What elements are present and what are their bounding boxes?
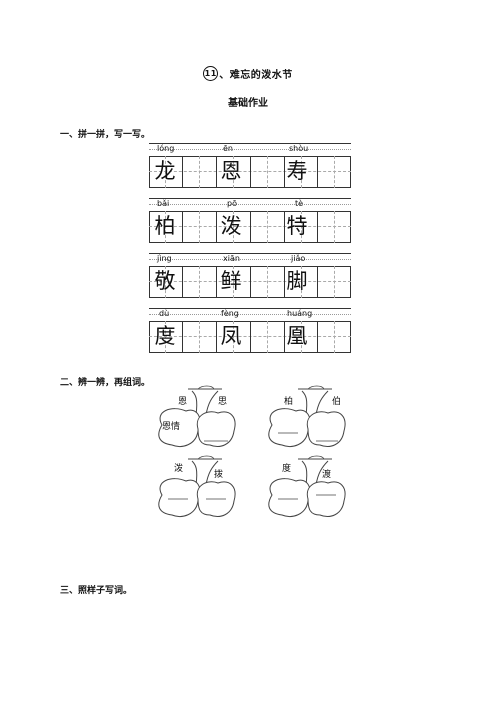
- pinyin-grid-row-2: bǎi pō tè 柏 泼 特: [149, 198, 351, 243]
- pinyin-text: lóng: [157, 144, 175, 153]
- pinyin-text: tè: [295, 199, 304, 208]
- section-2-heading: 二、辨一辨，再组词。: [60, 378, 151, 388]
- hanzi-char: 凤: [220, 324, 242, 348]
- word-right: 思: [218, 397, 228, 407]
- pinyin-text: shòu: [289, 144, 309, 153]
- pinyin-line: dù fèng huáng: [149, 308, 351, 322]
- pinyin-line: lóng ēn shòu: [149, 143, 351, 157]
- pinyin-text: pō: [227, 199, 237, 208]
- lesson-title: 11、难忘的泼水节: [0, 66, 496, 81]
- pinyin-text: fèng: [221, 309, 239, 318]
- pinyin-text: jiǎo: [291, 254, 306, 263]
- hanzi-char: 柏: [154, 214, 176, 238]
- pinyin-text: huáng: [287, 309, 313, 318]
- hanzi-char: 度: [154, 324, 176, 348]
- word-right: 伯: [332, 397, 342, 407]
- hanzi-char: 凰: [286, 324, 308, 348]
- hanzi-char: 龙: [154, 159, 176, 183]
- hanzi-char: 恩: [220, 159, 242, 183]
- pinyin-text: ēn: [223, 144, 233, 153]
- pinyin-line: bǎi pō tè: [149, 198, 351, 212]
- hanzi-char: 敬: [154, 269, 176, 293]
- hanzi-line: 敬 鲜 脚: [149, 266, 351, 298]
- hanzi-char: 鲜: [220, 269, 242, 293]
- pinyin-grid-row-4: dù fèng huáng 度 凤 凰: [149, 308, 351, 353]
- hanzi-line: 度 凤 凰: [149, 321, 351, 353]
- example-word: 恩情: [162, 422, 181, 432]
- hanzi-line: 柏 泼 特: [149, 211, 351, 243]
- pinyin-text: jìng: [157, 254, 172, 263]
- cherry-icon: [268, 455, 346, 517]
- word-right: 拨: [214, 470, 224, 480]
- page-subtitle: 基础作业: [228, 98, 268, 109]
- lesson-title-text: 、难忘的泼水节: [219, 70, 293, 81]
- cherry-diagram-1: 恩 思 恩情: [152, 385, 252, 510]
- pinyin-line: jìng xiān jiǎo: [149, 253, 351, 267]
- lesson-number-badge: 11: [203, 66, 219, 81]
- word-left: 泼: [174, 464, 184, 474]
- pinyin-grid-row-3: jìng xiān jiǎo 敬 鲜 脚: [149, 253, 351, 298]
- word-left: 度: [282, 464, 292, 474]
- cherry-icon: [158, 455, 236, 517]
- section-3-heading: 三、照样子写词。: [60, 586, 133, 596]
- pinyin-text: dù: [159, 309, 170, 318]
- hanzi-char: 寿: [286, 159, 308, 183]
- hanzi-char: 特: [286, 214, 308, 238]
- cherry-diagram-3: 泼 拨: [152, 455, 252, 580]
- pinyin-text: bǎi: [157, 199, 170, 208]
- word-left: 柏: [284, 397, 294, 407]
- hanzi-char: 脚: [286, 269, 308, 293]
- cherry-icon: [268, 385, 346, 447]
- pinyin-grid-row-1: lóng ēn shòu 龙 恩 寿: [149, 143, 351, 188]
- hanzi-char: 泼: [220, 214, 242, 238]
- cherry-icon: [158, 385, 236, 447]
- word-left: 恩: [178, 397, 188, 407]
- cherry-diagram-2: 柏 伯: [262, 385, 362, 510]
- hanzi-line: 龙 恩 寿: [149, 156, 351, 188]
- word-right: 渡: [322, 470, 332, 480]
- section-1-heading: 一、拼一拼，写一写。: [60, 130, 151, 140]
- pinyin-text: xiān: [223, 254, 240, 263]
- cherry-diagram-4: 度 渡: [262, 455, 362, 580]
